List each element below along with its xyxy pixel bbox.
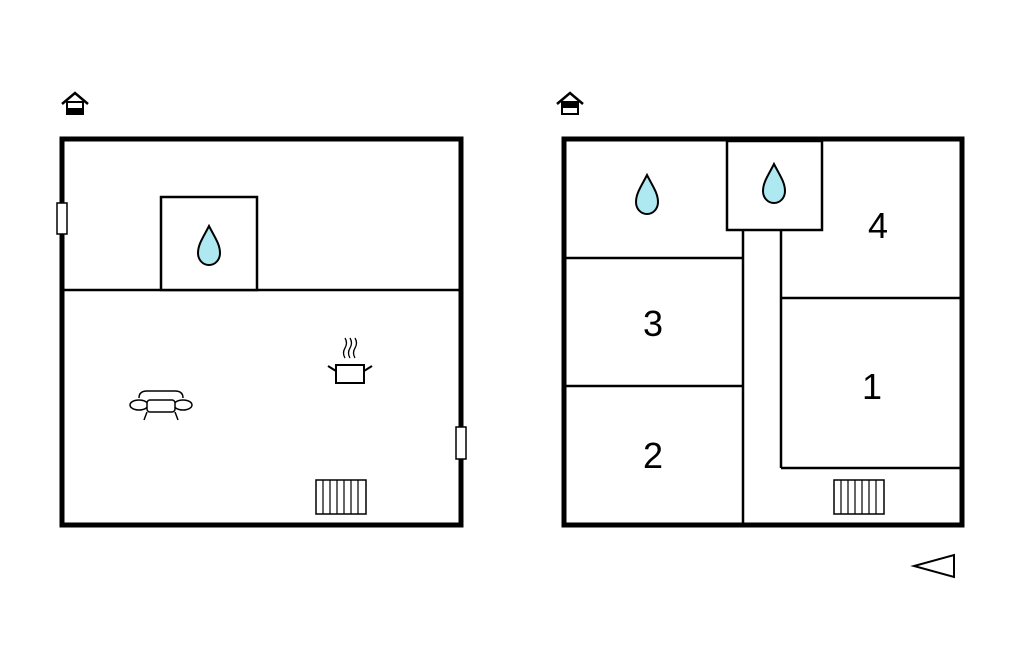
north-arrow-icon — [910, 553, 955, 579]
sofa-icon — [129, 390, 193, 421]
room-label-3: 3 — [643, 303, 663, 344]
outer-wall-left — [59, 136, 464, 528]
water-drop-icon — [634, 172, 660, 216]
radiator-icon — [315, 479, 367, 515]
room-label-4: 4 — [868, 205, 888, 246]
window-icon — [455, 426, 467, 460]
floor-level-upper-icon — [556, 91, 584, 115]
floor-plan-left — [56, 91, 467, 528]
cooking-pot-icon — [327, 337, 373, 384]
room-label-1: 1 — [862, 366, 882, 407]
room-label-2: 2 — [643, 435, 663, 476]
radiator-icon — [833, 479, 885, 515]
water-drop-icon — [761, 161, 787, 205]
window-icon — [56, 202, 68, 235]
floor-level-ground-icon — [61, 91, 89, 115]
water-drop-icon — [196, 223, 222, 267]
floor-plan-right: 4 3 1 2 — [556, 91, 965, 528]
outer-wall-right — [561, 136, 965, 528]
